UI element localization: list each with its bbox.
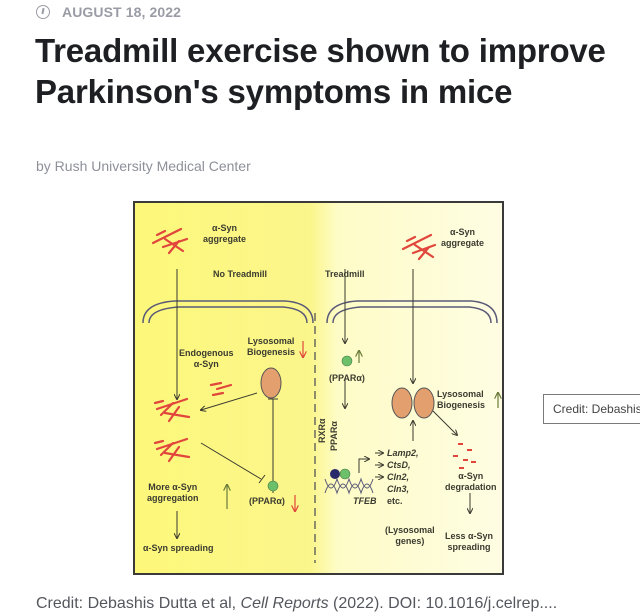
treadmill-label: Treadmill bbox=[325, 269, 365, 279]
no-treadmill-label: No Treadmill bbox=[213, 269, 268, 279]
clock-icon bbox=[36, 5, 50, 19]
ppara-vertical-label: PPARα bbox=[329, 421, 339, 451]
figure-diagram bbox=[142, 227, 504, 563]
caption-suffix: (2022). DOI: 10.1016/j.celrep.... bbox=[328, 595, 558, 612]
article-title: Treadmill exercise shown to improve Park… bbox=[35, 32, 606, 110]
dna-helix-icon bbox=[324, 477, 374, 495]
cell-membrane bbox=[142, 300, 498, 324]
caption-prefix: Credit: Debashis Dutta et al, bbox=[36, 595, 241, 612]
right-ppara-label: (PPARα) bbox=[329, 373, 365, 383]
left-ppara-label: (PPARα) bbox=[249, 496, 285, 506]
genes-etc: etc. bbox=[387, 496, 403, 506]
left-spreading-label: α-Syn spreading bbox=[143, 543, 214, 553]
date-text: AUGUST 18, 2022 bbox=[62, 4, 181, 20]
article-date: AUGUST 18, 2022 bbox=[36, 3, 181, 21]
rxra-label: RXRα bbox=[317, 418, 327, 443]
image-credit-tooltip: Credit: Debashis bbox=[543, 394, 640, 424]
gene-cln2: Cln2, bbox=[387, 472, 410, 482]
gene-cln3: Cln3, bbox=[387, 484, 410, 494]
gene-ctsd: CtsD, bbox=[387, 460, 411, 470]
article-byline: by Rush University Medical Center bbox=[36, 158, 251, 174]
aggregate-icon bbox=[151, 227, 437, 463]
tfeb-label: TFEB bbox=[353, 496, 377, 506]
figure-caption: Credit: Debashis Dutta et al, Cell Repor… bbox=[36, 595, 557, 613]
gene-lamp2: Lamp2, bbox=[387, 448, 419, 458]
degraded-fragments bbox=[453, 443, 476, 469]
caption-journal: Cell Reports bbox=[240, 595, 329, 612]
